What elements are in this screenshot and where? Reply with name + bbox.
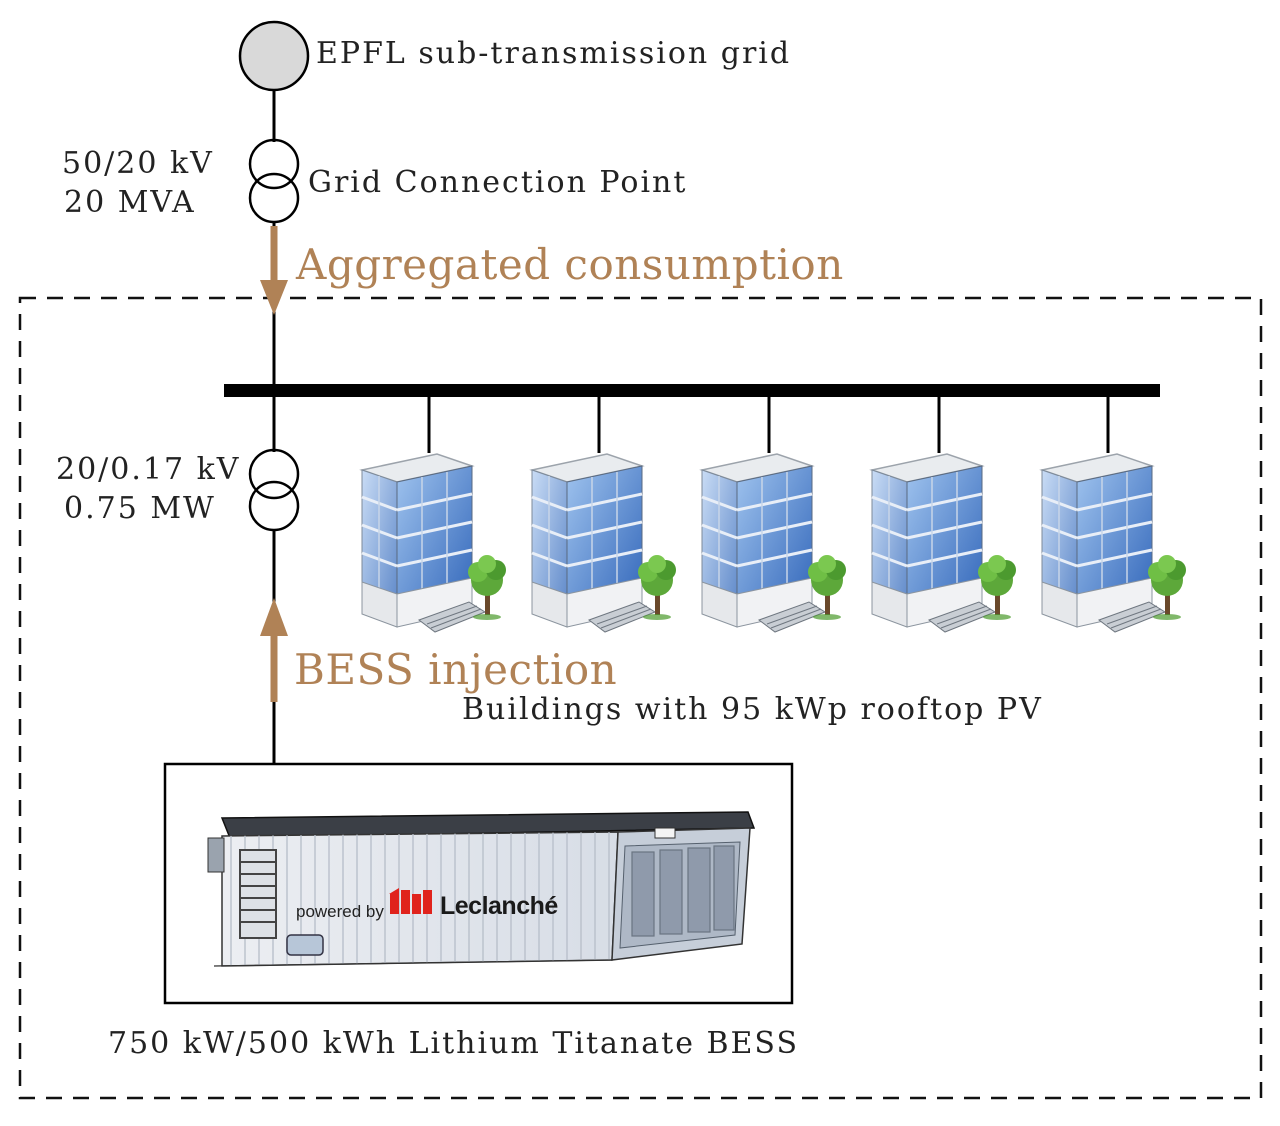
bess-brand-name: Leclanché [440,892,558,920]
building-icon [360,452,507,634]
busbar [224,384,1160,397]
lv-transformer-rating-power: 0.75 MW [64,491,216,526]
grid-label: EPFL sub-transmission grid [316,36,792,71]
lv-transformer-rating-voltage: 20/0.17 kV [56,452,241,487]
gcp-transformer-winding-icon [248,172,300,224]
buildings-label: Buildings with 95 kWp rooftop PV [462,692,1043,727]
bess-flow-arrow-icon [260,598,288,702]
gcp-label: Grid Connection Point [308,165,688,200]
microgrid-boundary [18,296,1263,1100]
building-icon [530,452,677,634]
bess-brand-text: powered by [296,902,384,921]
aggregated-consumption-label: Aggregated consumption [296,240,844,289]
grid-node-icon [238,20,310,92]
lv-transformer-winding-icon [248,480,300,532]
aggregated-flow-arrow-icon [260,226,288,315]
gcp-rating-power: 20 MVA [64,185,196,220]
bess-container-icon: powered by Leclanché [207,811,756,967]
gcp-rating-voltage: 50/20 kV [62,146,214,181]
building-icon [1040,452,1187,634]
bess-injection-label: BESS injection [294,645,618,694]
building-icon [700,452,847,634]
building-feeders [427,397,1110,453]
leclanche-logo-icon [389,888,432,914]
bess-label: 750 kW/500 kWh Lithium Titanate BESS [108,1026,799,1061]
lv-transformer-icon [248,448,300,500]
building-icon [870,452,1017,634]
gcp-transformer-icon [248,138,300,190]
